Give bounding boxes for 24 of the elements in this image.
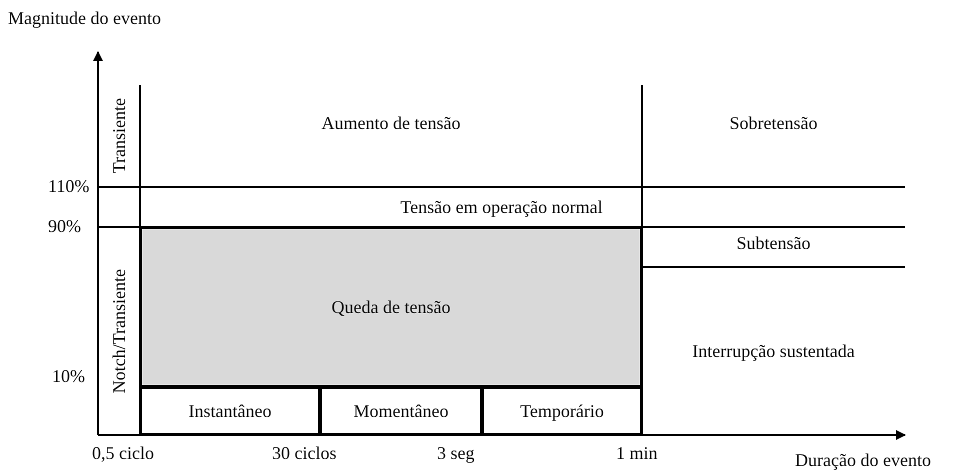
region-label: Tensão em operação normal — [400, 196, 603, 218]
table-cell — [140, 387, 320, 435]
region-label: Transiente — [108, 98, 130, 174]
region-label: Interrupção sustentada — [692, 340, 855, 362]
region-label: Aumento de tensão — [322, 113, 460, 134]
tick-label: 90% — [48, 216, 81, 237]
table-cell — [482, 387, 642, 435]
axis-title: Magnitude do evento — [8, 8, 161, 29]
region-label: Sobretensão — [730, 113, 818, 134]
region-label: Momentâneo — [354, 400, 448, 422]
region-label: Subtensão — [736, 233, 810, 254]
region-label: Queda de tensão — [332, 296, 450, 318]
axis-title: Duração do evento — [795, 450, 931, 471]
shaded-region — [140, 227, 642, 387]
tick-label: 0,5 ciclo — [92, 443, 154, 464]
tick-label: 110% — [48, 176, 90, 197]
tick-label: 1 min — [616, 443, 658, 464]
tick-label: 3 seg — [437, 443, 474, 464]
region-label: Notch/Transiente — [108, 268, 130, 394]
tick-label: 30 ciclos — [272, 443, 336, 464]
region-label: Instantâneo — [188, 400, 272, 422]
region-label: Temporário — [520, 400, 604, 422]
table-cell — [320, 387, 482, 435]
tick-label: 10% — [52, 366, 85, 387]
